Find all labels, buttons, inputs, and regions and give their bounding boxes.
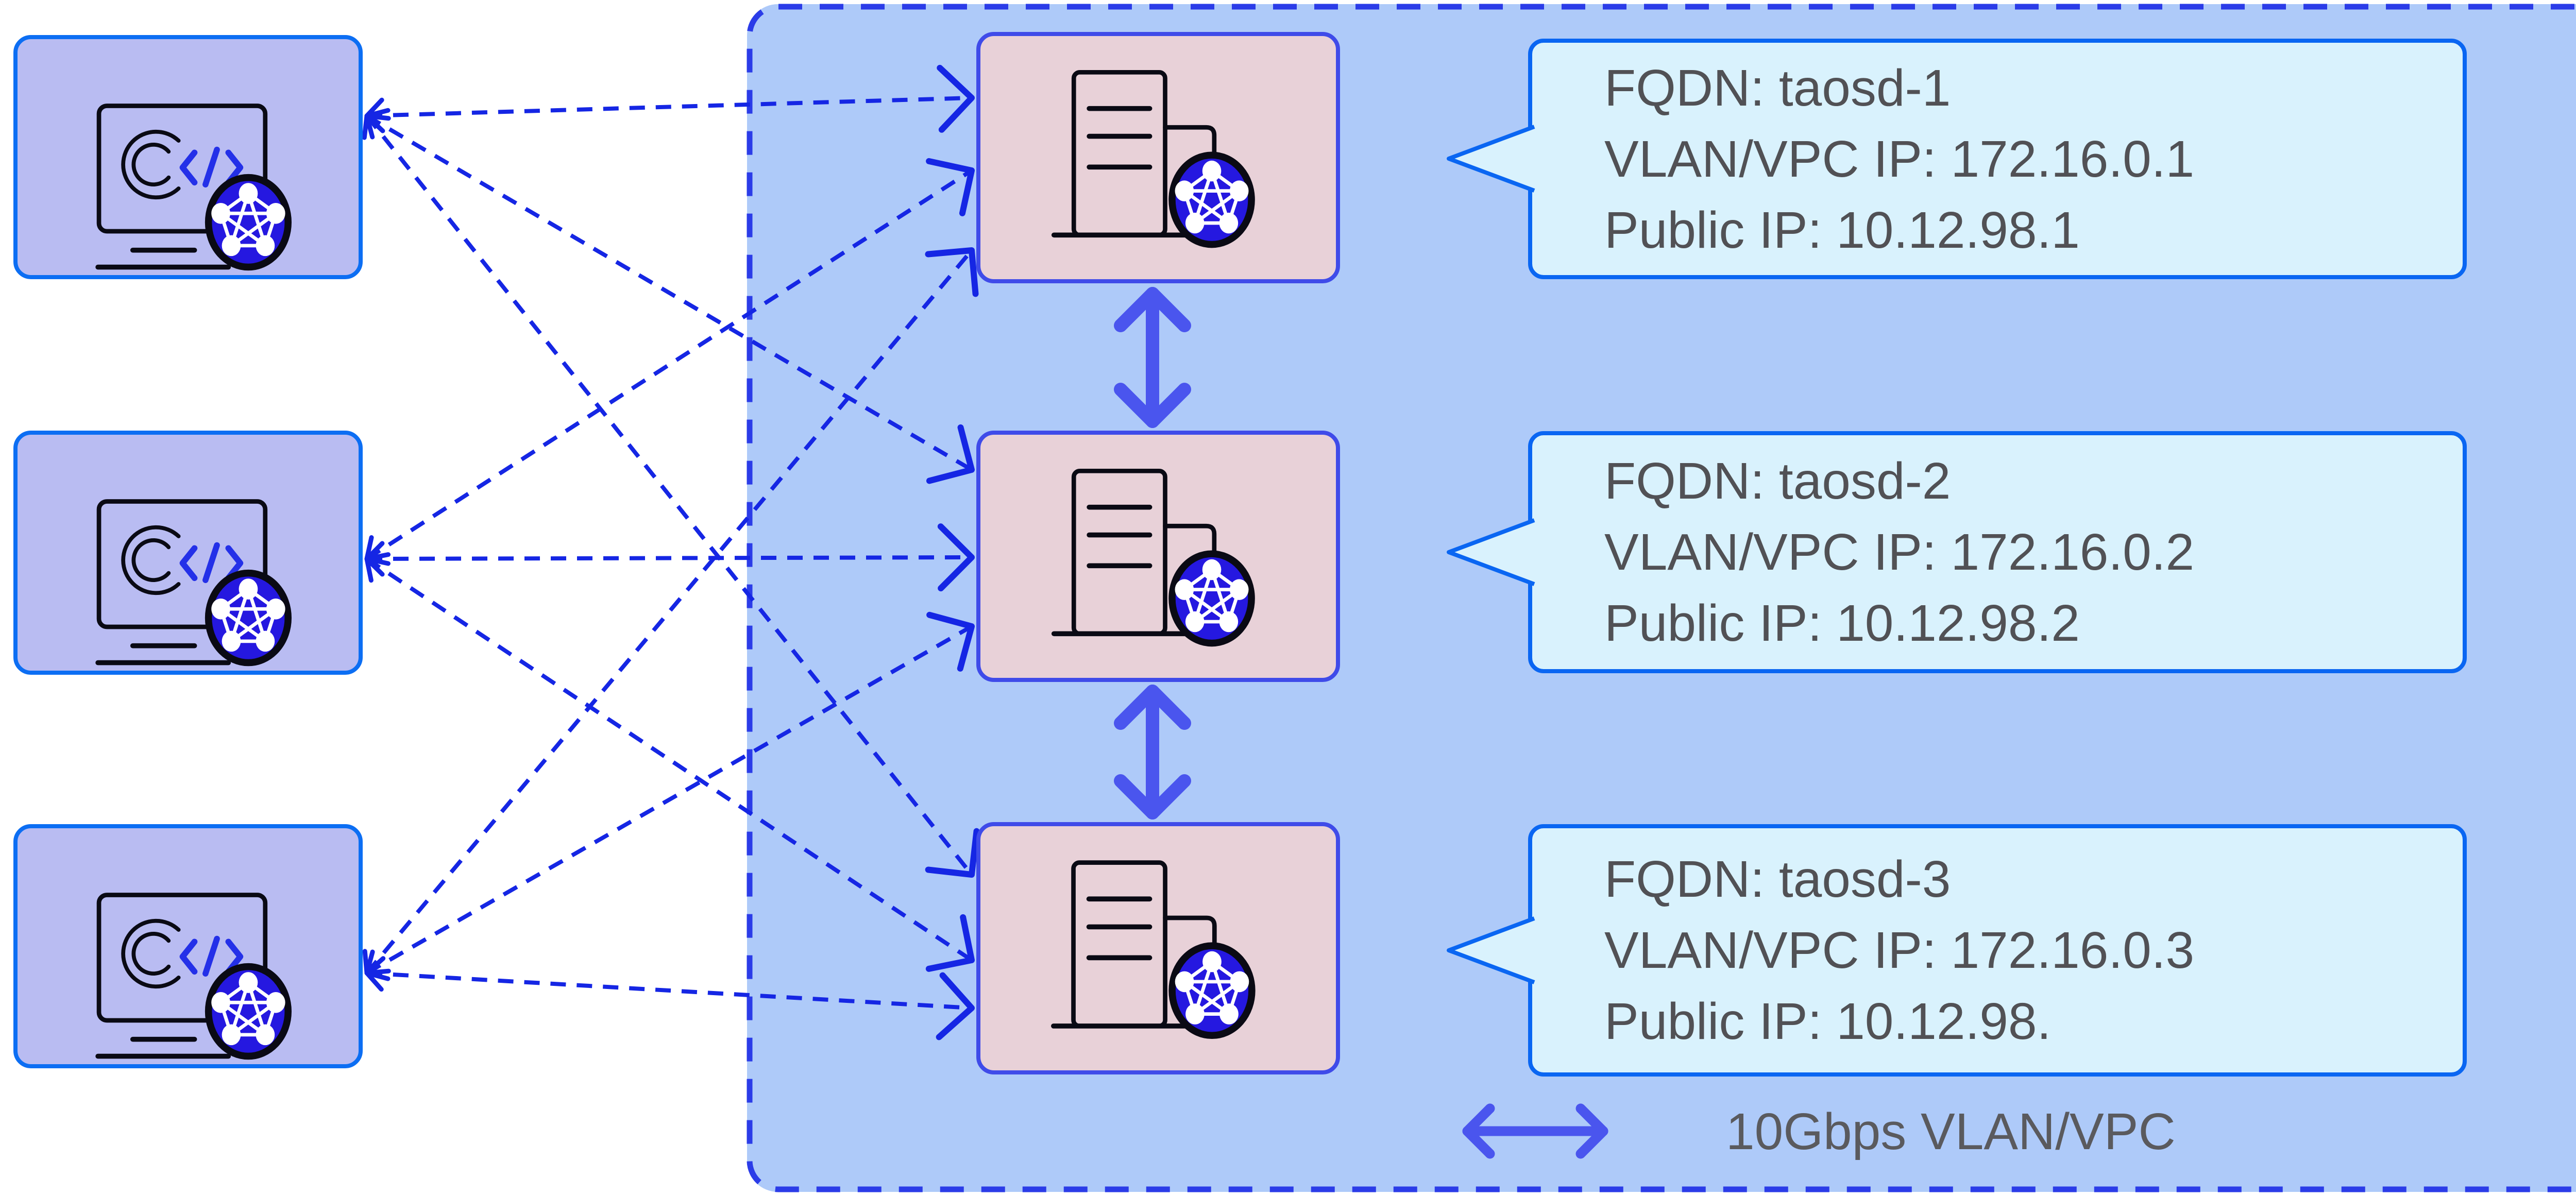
public-ip-line: Public IP: 10.12.98.2	[1604, 594, 2080, 652]
mesh-connection-lines	[362, 64, 980, 1040]
server-box-taosd-1	[976, 32, 1340, 283]
callout-taosd-2: FQDN: taosd-2 VLAN/VPC IP: 172.16.0.2 Pu…	[1528, 431, 2467, 673]
server-tower-icon	[980, 435, 1336, 678]
legend-label: 10Gbps VLAN/VPC	[1726, 1103, 2176, 1160]
callout-taosd-1: FQDN: taosd-1 VLAN/VPC IP: 172.16.0.1 Pu…	[1528, 39, 2467, 279]
link-client1-server1	[364, 64, 975, 133]
server-box-taosd-3	[976, 822, 1340, 1074]
public-ip-line: Public IP: 10.12.98.	[1604, 993, 2052, 1050]
fqdn-line: FQDN: taosd-3	[1604, 850, 1951, 908]
link-client3-server3	[364, 956, 975, 1040]
client-app-terminal-icon	[18, 828, 359, 1064]
server-box-taosd-2	[976, 431, 1340, 682]
client-app-terminal-icon	[18, 39, 359, 275]
client-box-1	[13, 35, 363, 279]
public-ip-line: Public IP: 10.12.98.1	[1604, 201, 2080, 259]
link-client3-server2	[364, 611, 975, 981]
client-box-3	[13, 824, 363, 1068]
vlan-ip-line: VLAN/VPC IP: 172.16.0.1	[1604, 130, 2195, 188]
fqdn-line: FQDN: taosd-2	[1604, 452, 1951, 510]
client-app-terminal-icon	[18, 435, 359, 671]
server-tower-icon	[980, 36, 1336, 279]
callout-taosd-3: FQDN: taosd-3 VLAN/VPC IP: 172.16.0.3 Pu…	[1528, 824, 2467, 1077]
client-box-2	[13, 431, 363, 675]
fqdn-line: FQDN: taosd-1	[1604, 59, 1951, 117]
link-client1-server2	[364, 108, 975, 484]
server-tower-icon	[980, 826, 1336, 1070]
vlan-ip-line: VLAN/VPC IP: 172.16.0.3	[1604, 921, 2195, 979]
link-client3-server1	[362, 247, 979, 976]
link-client2-server2	[364, 523, 975, 592]
vlan-ip-line: VLAN/VPC IP: 172.16.0.2	[1604, 523, 2195, 581]
